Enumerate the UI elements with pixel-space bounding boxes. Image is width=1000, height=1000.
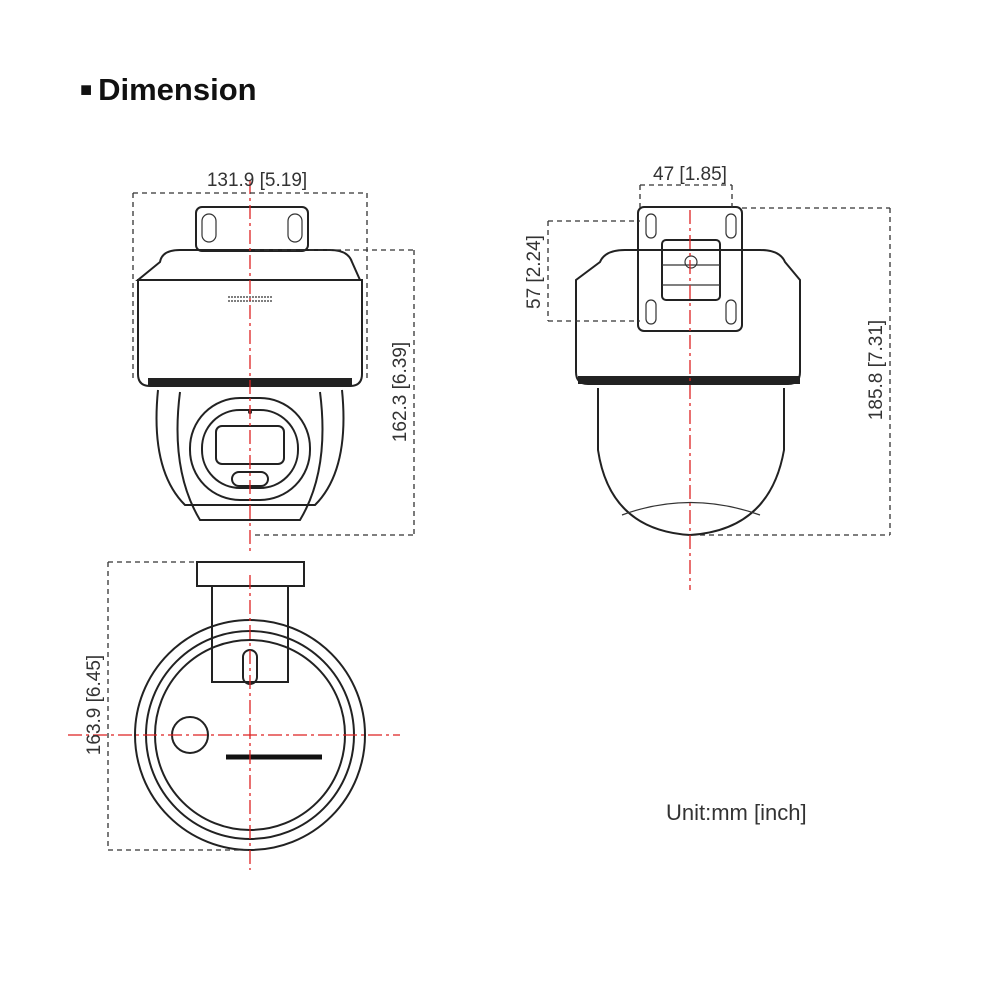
side-ring bbox=[578, 376, 800, 384]
side-view: 47 [1.85] 57 [2.24] 185.8 [7.31] bbox=[524, 164, 891, 590]
front-head bbox=[176, 391, 324, 521]
front-cap bbox=[135, 249, 362, 281]
title-text: Dimension bbox=[98, 72, 257, 107]
side-bracket-center bbox=[661, 239, 721, 301]
bottom-depth-label: 163.9 [6.45] bbox=[84, 655, 105, 755]
front-mount-slot-right bbox=[287, 213, 303, 243]
front-width-label: 131.9 [5.19] bbox=[207, 170, 307, 191]
side-dome bbox=[597, 388, 785, 537]
bottom-view: 163.9 [6.45] bbox=[68, 561, 400, 870]
front-height-label: 162.3 [6.39] bbox=[390, 342, 411, 442]
front-mount-slot-left bbox=[201, 213, 217, 243]
unit-note: Unit:mm [inch] bbox=[666, 800, 807, 825]
side-bracket-width-label: 47 [1.85] bbox=[653, 164, 727, 185]
front-view: 131.9 [5.19] 162.3 [6.39] bbox=[132, 170, 415, 555]
side-height-label: 185.8 [7.31] bbox=[866, 320, 887, 420]
side-housing bbox=[575, 249, 801, 385]
page-title: ■Dimension bbox=[80, 72, 257, 108]
bullet-icon: ■ bbox=[80, 79, 93, 101]
front-mount-plate bbox=[195, 206, 309, 252]
side-bracket-height-label: 57 [2.24] bbox=[524, 235, 545, 309]
